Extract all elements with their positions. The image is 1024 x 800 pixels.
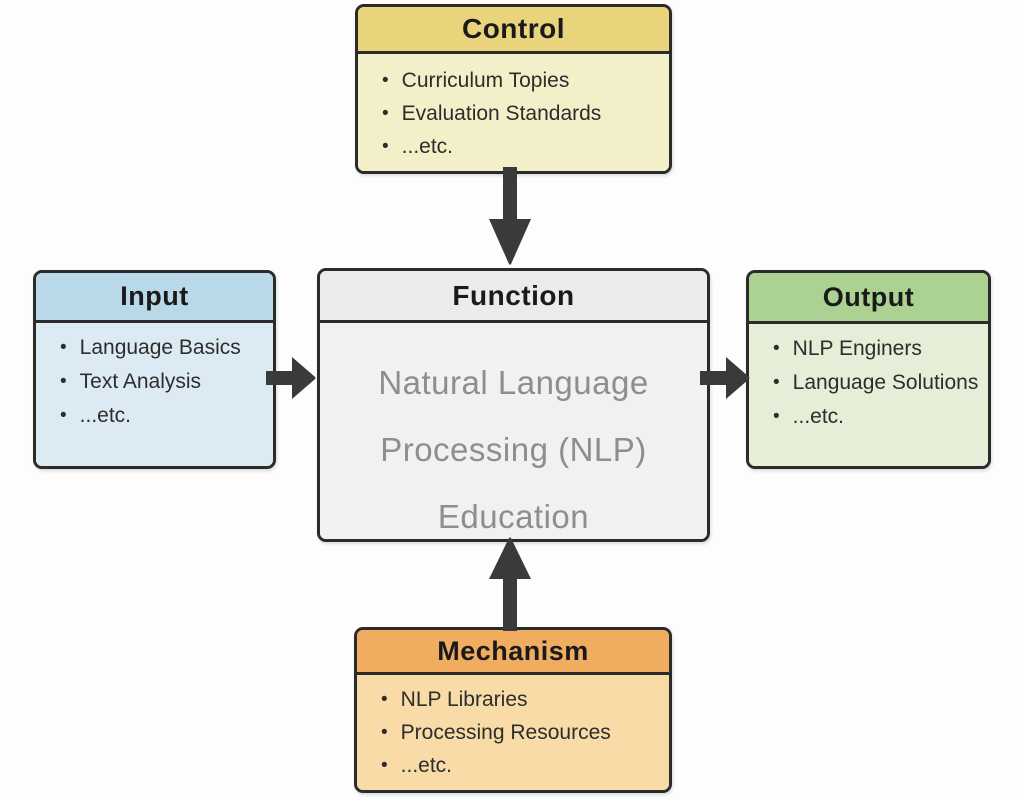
- control-box-body: Curriculum Topies Evaluation Standards .…: [358, 54, 669, 171]
- input-box: Input Language Basics Text Analysis ...e…: [33, 270, 276, 469]
- list-item: Language Basics: [60, 331, 267, 365]
- output-box-title: Output: [749, 273, 988, 324]
- mechanism-item-list: NLP Libraries Processing Resources ...et…: [357, 675, 669, 782]
- function-to-output-arrow: [700, 357, 750, 399]
- list-item: ...etc.: [60, 399, 267, 433]
- input-box-title: Input: [36, 273, 273, 323]
- control-box-title: Control: [358, 7, 669, 54]
- input-box-body: Language Basics Text Analysis ...etc.: [36, 323, 273, 466]
- input-to-function-arrow: [266, 357, 316, 399]
- function-text-line: Processing (NLP): [380, 431, 647, 468]
- output-item-list: NLP Enginers Language Solutions ...etc.: [749, 324, 988, 434]
- list-item: Language Solutions: [773, 366, 982, 400]
- control-box: Control Curriculum Topies Evaluation Sta…: [355, 4, 672, 174]
- list-item: Processing Resources: [381, 716, 663, 749]
- list-item: ...etc.: [381, 749, 663, 782]
- function-text-line: Natural Language: [378, 364, 649, 401]
- list-item: ...etc.: [382, 130, 663, 163]
- mechanism-box: Mechanism NLP Libraries Processing Resou…: [354, 627, 672, 793]
- mechanism-box-title: Mechanism: [357, 630, 669, 675]
- list-item: Text Analysis: [60, 365, 267, 399]
- list-item: NLP Libraries: [381, 683, 663, 716]
- list-item: Curriculum Topies: [382, 64, 663, 97]
- mechanism-to-function-arrow: [489, 537, 531, 631]
- list-item: ...etc.: [773, 400, 982, 434]
- output-box-body: NLP Enginers Language Solutions ...etc.: [749, 324, 988, 466]
- list-item: NLP Enginers: [773, 332, 982, 366]
- mechanism-box-body: NLP Libraries Processing Resources ...et…: [357, 675, 669, 790]
- control-item-list: Curriculum Topies Evaluation Standards .…: [358, 54, 669, 163]
- function-box-title: Function: [320, 271, 707, 323]
- function-box: Function Natural Language Processing (NL…: [317, 268, 710, 542]
- function-box-body: Natural Language Processing (NLP) Educat…: [320, 323, 707, 539]
- function-text-line: Education: [437, 498, 590, 535]
- control-to-function-arrow: [489, 167, 531, 265]
- output-box: Output NLP Enginers Language Solutions .…: [746, 270, 991, 469]
- input-item-list: Language Basics Text Analysis ...etc.: [36, 323, 273, 433]
- list-item: Evaluation Standards: [382, 97, 663, 130]
